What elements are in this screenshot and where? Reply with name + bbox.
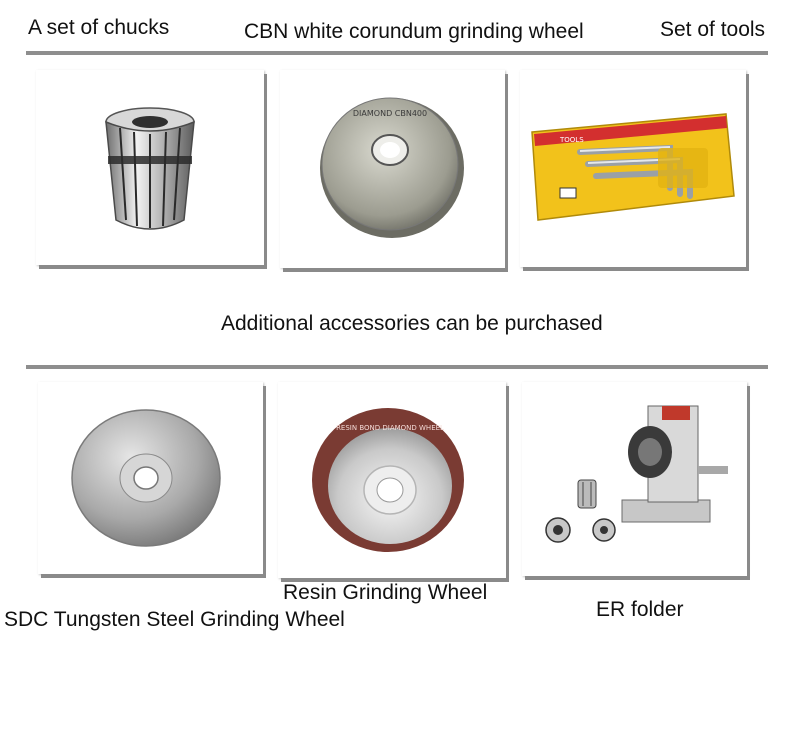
hex-key-pack-image: TOOLS [531,113,735,221]
card-er-folder[interactable] [522,382,747,576]
er-collet-fixture-image [545,405,728,543]
cbn-wheel-marking: DIAMOND CBN400 [353,109,427,118]
label-er-folder: ER folder [596,598,684,621]
card-cbn-wheel[interactable]: DIAMOND CBN400 [280,70,505,268]
resin-wheel-marking: RESIN BOND DIAMOND WHEEL [336,424,444,432]
label-tool-set: Set of tools [660,18,766,41]
top-divider [26,51,768,55]
label-cbn-wheel: CBN white corundum grinding wheel [244,20,584,43]
bottom-divider [26,365,768,369]
label-resin-wheel: Resin Grinding Wheel [283,581,488,604]
card-tool-set[interactable]: TOOLS [520,70,746,267]
accessories-heading: Additional accessories can be purchased [221,312,603,335]
cbn-wheel-image: DIAMOND CBN400 [320,97,464,238]
label-chuck-set: A set of chucks [28,16,170,39]
card-chuck-set[interactable] [36,70,264,265]
resin-wheel-image: RESIN BOND DIAMOND WHEEL [312,408,464,552]
sdc-wheel-image [71,409,221,547]
label-sdc-wheel: SDC Tungsten Steel Grinding Wheel [4,608,345,631]
er-collets [545,479,616,543]
collet-image [105,107,195,230]
card-resin-wheel[interactable]: RESIN BOND DIAMOND WHEEL [278,382,506,578]
tool-pack-brand: TOOLS [559,136,584,144]
card-sdc-wheel[interactable] [38,382,263,574]
